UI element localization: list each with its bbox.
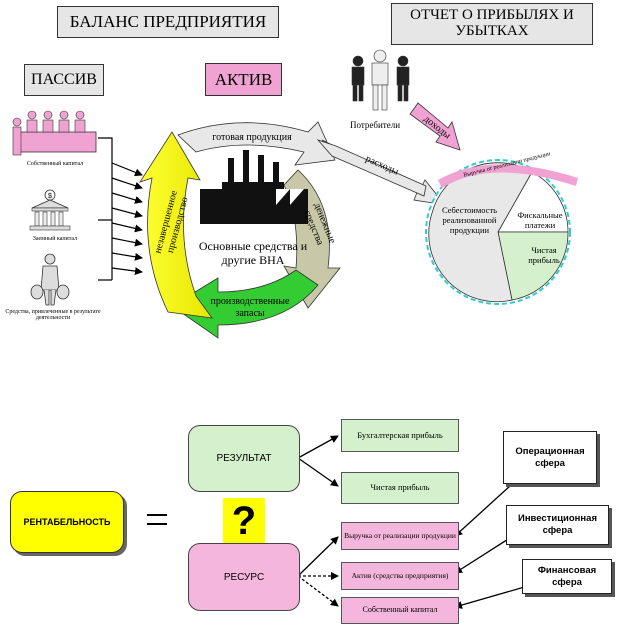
passive-header: ПАССИВ xyxy=(24,64,104,96)
net-profit-box: Чистая прибыль xyxy=(341,472,459,504)
person-with-money-bags-icon xyxy=(30,253,70,306)
svg-text:$: $ xyxy=(48,193,52,200)
cycle-wip-arrow xyxy=(139,131,213,319)
equals-sign xyxy=(147,514,167,525)
operating-sphere-box: Операционная сфера xyxy=(503,431,597,484)
inventory-label: производственные запасы xyxy=(210,296,290,319)
debt-label: Заемный капитал xyxy=(32,236,78,242)
passive-flow-arrows xyxy=(98,137,143,281)
equity-label: Собственный капитал xyxy=(26,161,84,167)
bank-icon: $ xyxy=(29,189,71,231)
revenue-box: Выручка от реализации продукции xyxy=(341,522,459,550)
question-mark: ? xyxy=(223,498,265,544)
attracted-funds-label: Средства, привлеченные в результате деят… xyxy=(5,309,101,322)
assets-box: Актив (средства предприятия) xyxy=(341,562,459,590)
net-profit-pie-label: Чистая прибыль xyxy=(528,245,560,265)
pnl-pie xyxy=(425,159,578,305)
consumers-label: Потребители xyxy=(349,120,401,130)
resource-box: РЕСУРС xyxy=(188,543,300,611)
investment-sphere-box: Инвестиционная сфера xyxy=(506,505,609,545)
cycle-finished-goods-arrow xyxy=(177,121,336,166)
fixed-assets-label: Основные средства и другие ВНА xyxy=(198,239,308,267)
consumers-icon xyxy=(351,49,410,111)
accounting-profit-box: Бухгалтерская прибыль xyxy=(341,419,459,452)
income-arrow xyxy=(409,102,461,151)
result-box: РЕЗУЛЬТАТ xyxy=(188,425,300,492)
balance-sheet-title: БАЛАНС ПРЕДПРИЯТИЯ xyxy=(57,6,279,38)
pnl-title: ОТЧЕТ О ПРИБЫЛЯХ И УБЫТКАХ xyxy=(391,3,593,45)
profitability-box: РЕНТАБЕЛЬНОСТЬ xyxy=(10,491,124,553)
bottom-connectors xyxy=(297,435,529,609)
finished-goods-label: готовая продукция xyxy=(212,132,292,143)
factory-icon xyxy=(200,150,308,224)
financial-sphere-box: Финансовая сфера xyxy=(522,559,612,594)
equity-box: Собственный капитал xyxy=(341,597,459,624)
equity-people-icon xyxy=(12,110,97,156)
fiscal-payments-label: Фискальные платежи xyxy=(517,210,563,230)
active-header: АКТИВ xyxy=(205,63,282,96)
cost-of-sales-label: Себестоимость реализованной продукции xyxy=(441,205,498,235)
